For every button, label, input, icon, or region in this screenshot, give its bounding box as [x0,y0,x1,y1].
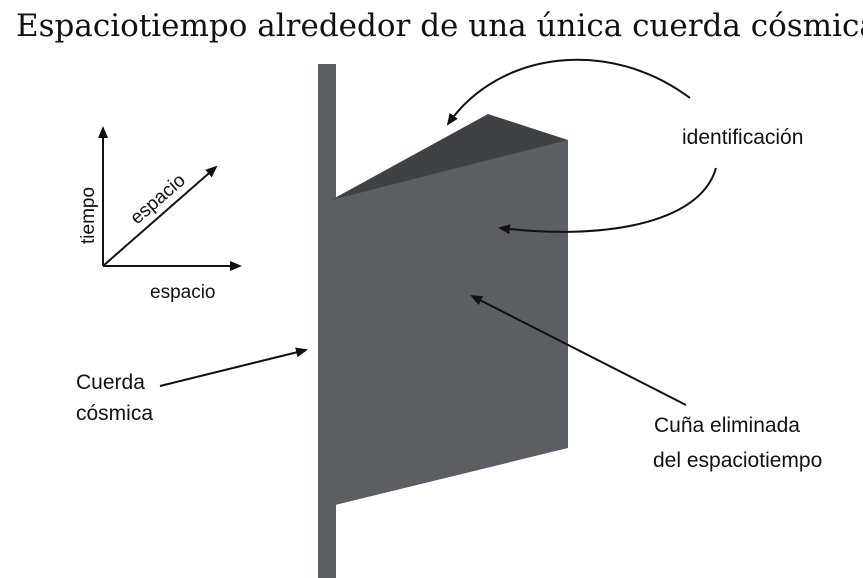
identification-arrow-top [446,58,691,126]
axes-key: tiempo espacio espacio [78,126,242,303]
horizontal-space-label: espacio [150,282,216,303]
diagram-title: Espaciotiempo alrededor de una única cue… [16,8,863,44]
removed-wedge-label-line2: del espaciotiempo [653,449,822,472]
cosmic-string-label-line1: Cuerda [76,371,145,394]
spacetime-sheet [331,140,568,506]
removed-wedge-label-line1: Cuña eliminada [654,414,800,437]
space-axis-diagonal [102,165,218,267]
time-axis-label: tiempo [78,187,99,244]
wedge-arrow [470,295,687,406]
identification-label: identificación [682,126,803,149]
string-arrow [159,347,308,387]
removed-wedge-top [331,114,568,200]
cosmic-string-label-line2: cósmica [76,402,153,425]
identification-arrow-bottom [498,167,717,235]
